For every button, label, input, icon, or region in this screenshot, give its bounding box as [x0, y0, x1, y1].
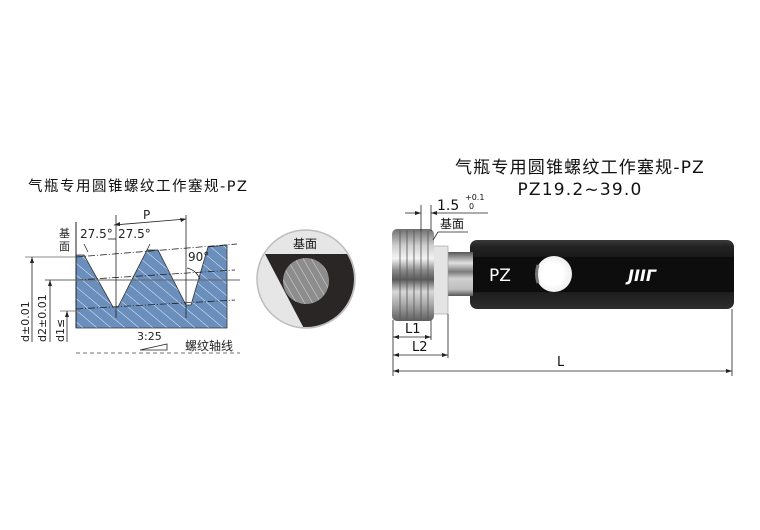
- datum-plane-label: 基: [59, 227, 70, 240]
- datum-offset-value: 1.5: [437, 198, 459, 214]
- size-range-subtitle: PZ19.2~39.0: [517, 180, 643, 200]
- gauge-handle: [470, 240, 734, 309]
- tolerance-lower: 0: [469, 202, 474, 211]
- right-diagram-title: 气瓶专用圆锥螺纹工作塞规-PZ: [454, 158, 706, 178]
- dim-L2-label: L2: [412, 340, 428, 355]
- handle-marking-logo: JIIΓ: [625, 266, 657, 285]
- pitch-diameter-label: d2±0.01: [36, 294, 49, 342]
- left-diagram-title: 气瓶专用圆锥螺纹工作塞规-PZ: [28, 179, 249, 195]
- thread-axis-label: 螺纹轴线: [185, 338, 233, 353]
- threaded-head: [392, 229, 434, 321]
- taper-ratio-label: 3:25: [137, 330, 162, 343]
- flank-angle-right-label: 27.5°: [118, 227, 151, 241]
- major-diameter-label: d±0.01: [19, 301, 32, 342]
- tolerance-upper: +0.1: [465, 193, 484, 202]
- handle-marking-pz: PZ: [489, 266, 511, 286]
- flank-angle-left-label: 27.5°: [80, 227, 113, 241]
- minor-diameter-label: d1≤: [54, 319, 67, 342]
- pitch-label: P: [143, 208, 150, 222]
- axis-angle-label: 90°: [188, 250, 209, 264]
- dim-L-label: L: [557, 355, 565, 370]
- taper-symbol-icon: [139, 343, 168, 351]
- plug-gauge-drawing: PZ JIIΓ 1.5 +0.1 0 基面 L1 L2 L: [392, 193, 734, 376]
- datum-section-view: 基面: [256, 229, 356, 329]
- thread-profile-diagram: d±0.01 d2±0.01 d1≤ 基 面 P 27.5° 27.5° 90°…: [19, 208, 240, 354]
- section-datum-label: 基面: [293, 237, 317, 251]
- handle-through-hole: [536, 256, 572, 292]
- svg-text:面: 面: [59, 240, 70, 253]
- dim-L1-label: L1: [405, 322, 421, 337]
- gauge-collar: [431, 245, 449, 315]
- datum-plane-callout: 基面: [440, 217, 464, 231]
